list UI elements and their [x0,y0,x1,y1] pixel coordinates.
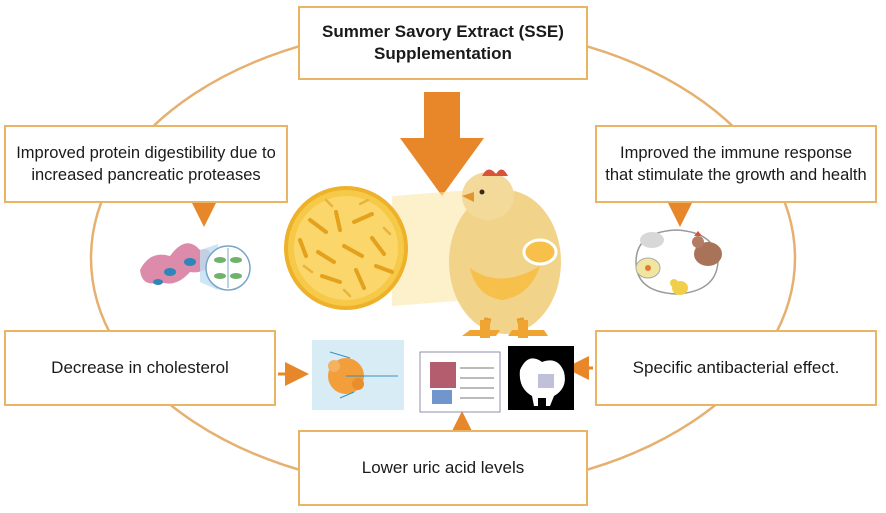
uric-acid-text: Lower uric acid levels [361,458,525,477]
title-line-1: Summer Savory Extract (SSE) [322,22,564,41]
sse-title-box: Summer Savory Extract (SSE) Supplementat… [298,6,588,80]
cell-diagram-icon [419,351,501,413]
cholesterol-box: Decrease in cholesterol [4,330,276,406]
uric-acid-box: Lower uric acid levels [298,430,588,506]
broiler-chicken-illustration [449,169,561,338]
protein-digestibility-box: Improved protein digestibility due to in… [4,125,288,203]
lipoprotein-icon [312,340,404,410]
title-line-2: Supplementation [374,44,512,63]
antibacterial-text: Specific antibacterial effect. [632,358,840,377]
immune-response-box: Improved the immune response that stimul… [595,125,877,203]
chicken-xray-icon [508,346,574,410]
immune-cycle-icon [635,229,722,295]
digestive-tract-icon [140,243,251,291]
protein-digestibility-text: Improved protein digestibility due to in… [16,144,276,184]
supplement-down-arrow [400,92,484,196]
antibacterial-box: Specific antibacterial effect. [595,330,877,406]
immune-response-text: Improved the immune response that stimul… [605,144,867,184]
cholesterol-text: Decrease in cholesterol [51,358,229,377]
bacteria-circle-icon [284,186,470,310]
